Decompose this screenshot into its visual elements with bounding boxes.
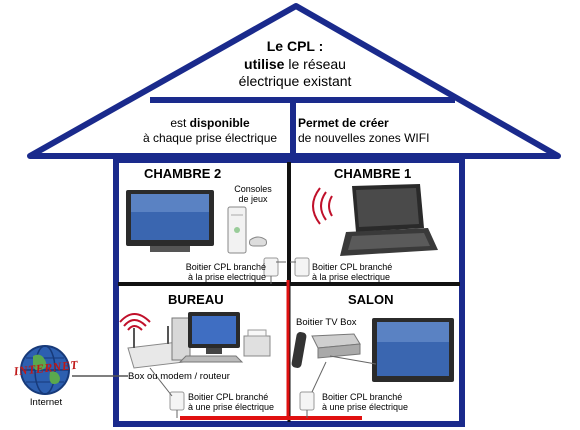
attic-left-line2: à chaque prise électrique bbox=[142, 131, 278, 145]
laptop-icon bbox=[340, 184, 438, 256]
cpl-plug-salon bbox=[299, 361, 327, 418]
label-tvbox: Boitier TV Box bbox=[296, 317, 357, 328]
wifi-waves-chambre1 bbox=[312, 187, 333, 225]
attic-left-prefix: est bbox=[170, 116, 190, 130]
tv-box-icon bbox=[311, 333, 361, 359]
cpl-plug-bureau bbox=[149, 367, 185, 418]
tv-chambre2 bbox=[126, 190, 214, 252]
power-line bbox=[180, 280, 362, 420]
game-console-icon bbox=[227, 206, 267, 254]
attic-caption-left: est disponible à chaque prise électrique bbox=[130, 116, 290, 146]
cpl-plug-chambre1 bbox=[290, 257, 310, 277]
attic-left-bold: disponible bbox=[189, 116, 250, 130]
label-cpl-salon-line2: à une prise électrique bbox=[322, 402, 409, 413]
label-cpl-bureau-line1: Boitier CPL branché bbox=[188, 392, 269, 402]
label-cpl-chambre1: Boitier CPL branché à la prise electriqu… bbox=[312, 262, 422, 283]
label-cpl-chambre2-line1: Boitier CPL branché bbox=[185, 262, 266, 272]
desktop-computer-icon bbox=[171, 312, 271, 363]
label-cpl-bureau: Boitier CPL branché à une prise électriq… bbox=[188, 392, 298, 413]
remote-icon bbox=[291, 332, 307, 368]
roof-line3: électrique existant bbox=[238, 73, 352, 89]
tv-salon bbox=[329, 318, 454, 382]
label-cpl-chambre2-line2: à la prise electrique bbox=[187, 272, 266, 283]
label-consoles-line1: Consoles bbox=[234, 184, 272, 194]
internet-globe-icon bbox=[20, 345, 70, 395]
label-cpl-bureau-line2: à une prise électrique bbox=[188, 402, 275, 413]
label-cpl-chambre1-line2: à la prise electrique bbox=[312, 272, 391, 283]
label-internet: Internet bbox=[29, 397, 63, 408]
attic-left-line1: est disponible bbox=[130, 116, 290, 131]
attic-right-bold: Permet de créer bbox=[298, 116, 389, 130]
attic-caption-right: Permet de créer de nouvelles zones WIFI bbox=[298, 116, 448, 146]
roof-line2-rest: le réseau bbox=[284, 55, 346, 72]
label-consoles-line2: de jeux bbox=[238, 194, 268, 205]
roof-line1: Le CPL : bbox=[266, 38, 324, 54]
label-consoles: Consoles de jeux bbox=[226, 184, 280, 205]
room-title-bureau: BUREAU bbox=[168, 292, 224, 307]
room-title-chambre2: CHAMBRE 2 bbox=[144, 166, 222, 181]
room-title-salon: SALON bbox=[348, 292, 394, 307]
roof-line2-bold: utilise bbox=[244, 55, 285, 72]
roof-caption: Le CPL : utilise le réseau électrique ex… bbox=[205, 38, 385, 91]
label-cpl-chambre1-line1: Boitier CPL branché bbox=[312, 262, 393, 272]
room-title-chambre1: CHAMBRE 1 bbox=[334, 166, 412, 181]
cpl-plug-chambre2 bbox=[263, 257, 286, 284]
attic-right-line2: de nouvelles zones WIFI bbox=[298, 131, 430, 145]
roof-line2: utilise le réseau bbox=[205, 56, 385, 74]
wifi-waves-bureau bbox=[119, 313, 151, 331]
label-box-modem: Box ou modem / routeur bbox=[128, 371, 230, 382]
label-cpl-salon-line1: Boitier CPL branché bbox=[322, 392, 403, 402]
label-cpl-salon: Boitier CPL branché à une prise électriq… bbox=[322, 392, 442, 413]
label-cpl-chambre2: Boitier CPL branché à la prise electriqu… bbox=[170, 262, 266, 283]
